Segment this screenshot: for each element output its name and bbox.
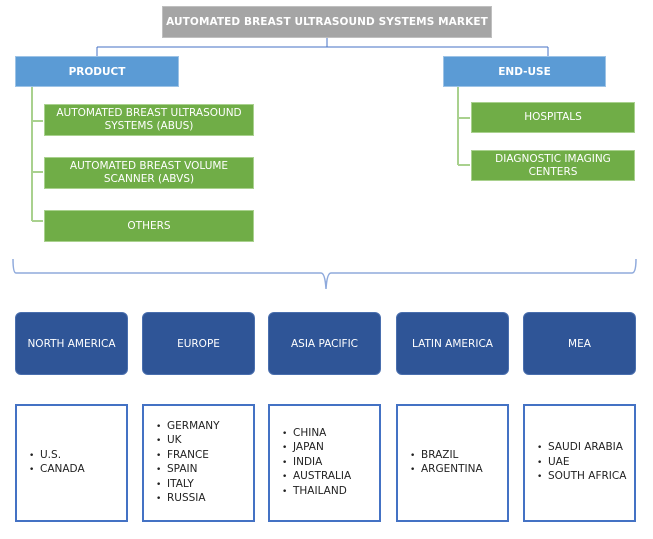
enduse-item-diagnostic-imaging-centers: DIAGNOSTIC IMAGING CENTERS (471, 150, 635, 181)
country-name: SOUTH AFRICA (548, 470, 627, 483)
country-list: • BRAZIL • ARGENTINA (410, 449, 483, 478)
country-item: • GERMANY (156, 420, 220, 435)
country-item: • U.S. (29, 449, 85, 464)
country-name: UAE (548, 455, 570, 468)
country-list: • U.S. • CANADA (29, 449, 85, 478)
bullet-icon: • (29, 465, 35, 475)
bullet-icon: • (537, 472, 543, 483)
region-north-america: NORTH AMERICA (15, 312, 128, 375)
country-name: U.S. (40, 448, 62, 461)
bullet-icon: • (156, 436, 162, 446)
bullet-icon: • (156, 450, 162, 461)
product-item-others: OTHERS (44, 210, 254, 242)
country-list: • CHINA • JAPAN • INDIA • AUSTRALIA • THAILAND (282, 427, 351, 500)
country-name: SPAIN (167, 463, 198, 475)
country-item: • RUSSIA (156, 492, 220, 507)
country-list: • SAUDI ARABIA • UAE • SOUTH AFRICA (537, 441, 626, 485)
country-list-box: • U.S. • CANADA (15, 404, 128, 522)
region-mea: MEA (523, 312, 636, 375)
bullet-icon: • (29, 450, 35, 461)
country-list-box: • BRAZIL • ARGENTINA (396, 404, 509, 522)
country-name: THAILAND (293, 484, 347, 497)
country-item: • SAUDI ARABIA (537, 441, 626, 456)
country-item: • UAE (537, 456, 626, 471)
enduse-item-hospitals: HOSPITALS (471, 102, 635, 133)
country-item: • AUSTRALIA (282, 470, 351, 485)
bullet-icon: • (282, 443, 288, 454)
bullet-icon: • (156, 421, 162, 432)
bullet-icon: • (410, 450, 416, 461)
region-brace (12, 258, 637, 290)
country-name: CANADA (40, 463, 85, 475)
country-name: AUSTRALIA (293, 470, 352, 483)
country-name: SAUDI ARABIA (548, 441, 623, 454)
category-end-use: END-USE (443, 56, 606, 87)
country-item: • THAILAND (282, 485, 351, 500)
country-name: RUSSIA (167, 492, 206, 504)
bullet-icon: • (282, 428, 288, 439)
country-item: • SOUTH AFRICA (537, 470, 626, 485)
country-name: JAPAN (293, 441, 324, 454)
country-name: UK (167, 434, 182, 446)
diagram-title: AUTOMATED BREAST ULTRASOUND SYSTEMS MARK… (162, 6, 492, 38)
region-latin-america: LATIN AMERICA (396, 312, 509, 375)
country-item: • UK (156, 434, 220, 449)
bullet-icon: • (537, 443, 543, 454)
country-item: • JAPAN (282, 441, 351, 456)
country-list-box: • CHINA • JAPAN • INDIA • AUSTRALIA • THAILAND (268, 404, 381, 522)
region-asia-pacific: ASIA PACIFIC (268, 312, 381, 375)
bullet-icon: • (156, 465, 162, 475)
bullet-icon: • (156, 479, 162, 490)
bullet-icon: • (282, 486, 288, 497)
country-name: INDIA (293, 455, 323, 468)
country-list: • GERMANY • UK • FRANCE • SPAIN • ITALY • RUSSIA (156, 420, 220, 507)
country-item: • SPAIN (156, 463, 220, 478)
country-list-box: • SAUDI ARABIA • UAE • SOUTH AFRICA (523, 404, 636, 522)
country-item: • CANADA (29, 463, 85, 478)
bullet-icon: • (282, 472, 288, 483)
country-item: • INDIA (282, 456, 351, 471)
category-product: PRODUCT (15, 56, 179, 87)
country-item: • FRANCE (156, 449, 220, 464)
bullet-icon: • (282, 457, 288, 468)
country-name: ARGENTINA (421, 463, 483, 475)
country-name: FRANCE (167, 448, 209, 461)
product-item-abvs: AUTOMATED BREAST VOLUME SCANNER (ABVS) (44, 157, 254, 189)
bullet-icon: • (410, 465, 416, 475)
country-name: BRAZIL (421, 448, 459, 461)
bullet-icon: • (156, 494, 162, 504)
country-item: • CHINA (282, 427, 351, 442)
country-item: • BRAZIL (410, 449, 483, 464)
country-name: GERMANY (167, 419, 220, 432)
region-europe: EUROPE (142, 312, 255, 375)
country-list-box: • GERMANY • UK • FRANCE • SPAIN • ITALY • RUSSIA (142, 404, 255, 522)
product-item-abus: AUTOMATED BREAST ULTRASOUND SYSTEMS (ABU… (44, 104, 254, 136)
country-name: ITALY (167, 477, 194, 490)
bullet-icon: • (537, 457, 543, 468)
country-item: • ITALY (156, 478, 220, 493)
country-name: CHINA (293, 426, 327, 439)
country-item: • ARGENTINA (410, 463, 483, 478)
